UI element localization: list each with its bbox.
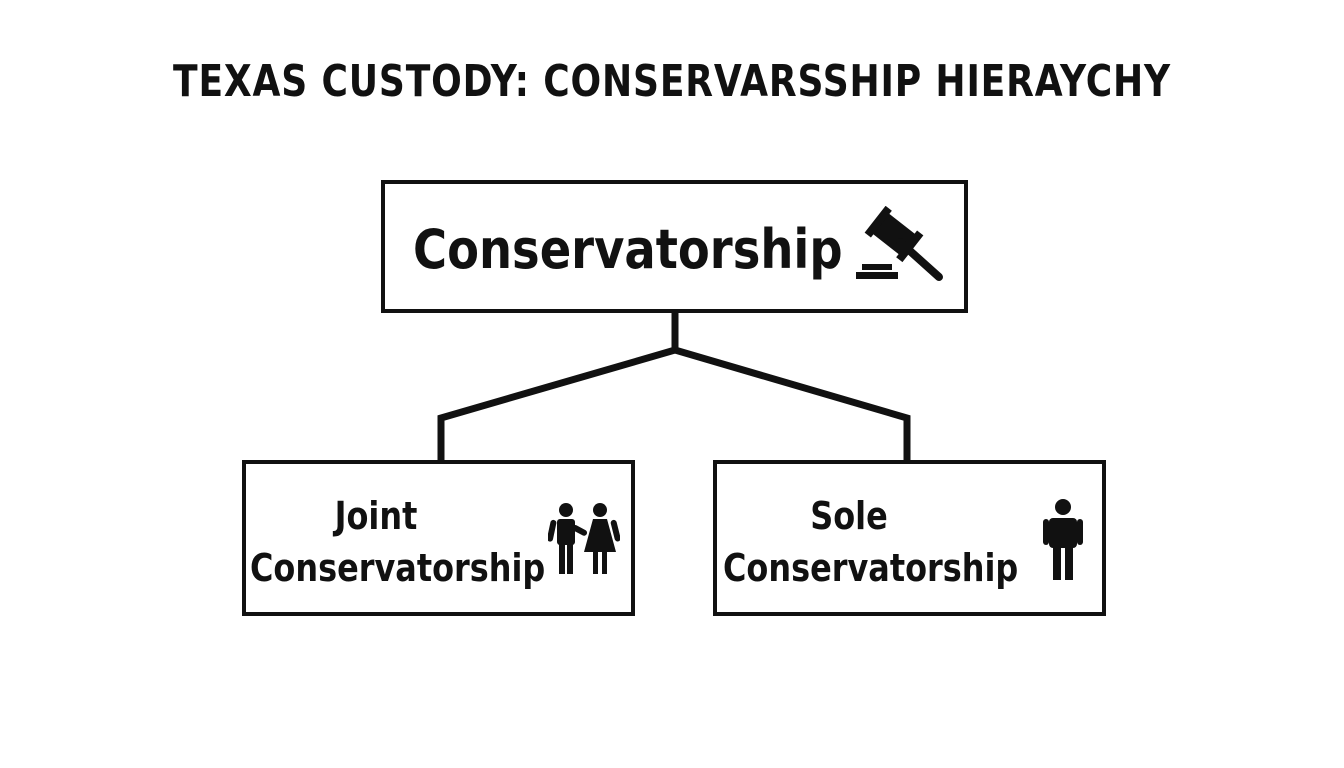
- label-line-2: Conservatorship: [250, 546, 546, 590]
- label-line-1: Sole: [810, 494, 888, 538]
- two-people-icon: [548, 503, 620, 574]
- node-joint-conservatorship-label: Joint Conservatorship: [250, 490, 546, 594]
- node-conservatorship-label: Conservatorship: [413, 218, 843, 281]
- node-conservatorship: Conservatorship: [381, 180, 968, 313]
- gavel-icon: [856, 206, 943, 281]
- connector-to-joint: [437, 346, 676, 460]
- node-joint-conservatorship: Joint Conservatorship: [242, 460, 635, 616]
- connector-to-sole: [674, 346, 911, 460]
- node-sole-conservatorship-label: Sole Conservatorship: [723, 490, 1019, 594]
- diagram-title: TEXAS CUSTODY: CONSERVARSSHIP HIERAYCHY: [173, 56, 1171, 107]
- label-line-2: Conservatorship: [723, 546, 1019, 590]
- person-icon: [1043, 499, 1083, 580]
- node-sole-conservatorship: Sole Conservatorship: [713, 460, 1106, 616]
- label-line-1: Joint: [334, 494, 418, 538]
